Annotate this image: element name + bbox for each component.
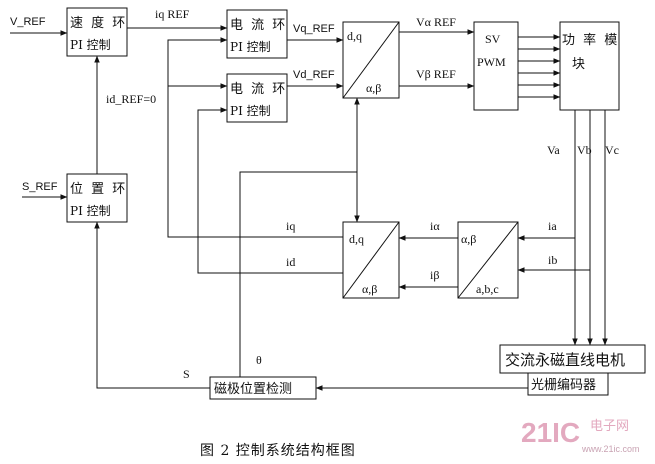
ibeta-label: iβ xyxy=(430,268,439,282)
park-bottom: α,β xyxy=(362,282,377,296)
svpwm-line2: PWM xyxy=(477,55,506,69)
iq-ref-label: iq REF xyxy=(155,7,190,21)
pole-detect-block: 磁极位置检测 xyxy=(209,376,317,400)
watermark-text: 电子网 xyxy=(590,419,629,434)
signal-labels: V_REF S_REF iq REF id_REF=0 Vq_REF Vd_RE… xyxy=(10,7,619,381)
watermark-url: www.21ic.com xyxy=(581,444,640,454)
current-q-line1: 电 流 环 xyxy=(230,18,287,33)
speed-pi-line1: 速 度 环 xyxy=(70,15,127,31)
encoder-block: 光栅编码器 xyxy=(527,372,609,396)
va-label: Va xyxy=(547,143,560,157)
current-q-line2: PI 控制 xyxy=(230,40,271,54)
vbeta-ref-label: Vβ REF xyxy=(416,67,456,81)
ib-label: ib xyxy=(548,253,557,267)
motor-block: 交流永磁直线电机 xyxy=(499,344,646,374)
park-block: d,q α,β xyxy=(342,221,400,299)
watermark-logo: 21IC xyxy=(521,417,580,448)
inverse-park-bottom: α,β xyxy=(366,81,381,95)
ialpha-label: iα xyxy=(430,219,440,233)
position-pi-line1: 位 置 环 xyxy=(70,182,127,197)
s-ref-label: S_REF xyxy=(22,181,58,193)
pole-detect-label: 磁极位置检测 xyxy=(214,382,292,397)
ia-label: ia xyxy=(548,219,557,233)
s-label: S xyxy=(183,367,190,381)
id-label: id xyxy=(286,255,295,269)
encoder-label: 光栅编码器 xyxy=(531,378,596,393)
theta-label: θ xyxy=(256,353,262,367)
vc-label: Vc xyxy=(605,143,619,157)
clarke-bottom: a,b,c xyxy=(476,282,499,296)
power-module-line1: 功 率 模 xyxy=(562,32,619,48)
vb-label: Vb xyxy=(577,143,592,157)
signal-lines xyxy=(10,25,608,391)
current-d-line2: PI 控制 xyxy=(230,104,271,118)
site-watermark: 21IC 电子网 www.21ic.com xyxy=(521,417,640,454)
position-pi-line2: PI 控制 xyxy=(70,204,111,218)
inverse-park-top: d,q xyxy=(347,29,362,43)
motor-label: 交流永磁直线电机 xyxy=(505,351,625,369)
current-d-pi-block: 电 流 环 PI 控制 xyxy=(226,73,288,123)
clarke-block: α,β a,b,c xyxy=(457,221,519,299)
power-module-block: 功 率 模 块 xyxy=(559,21,620,111)
speed-pi-line2: PI 控制 xyxy=(70,38,111,52)
position-pi-block: 位 置 环 PI 控制 xyxy=(66,173,128,223)
vd-ref-label: Vd_REF xyxy=(293,69,335,81)
current-d-line1: 电 流 环 xyxy=(230,82,287,97)
svpwm-block: SV PWM xyxy=(473,21,519,111)
inverse-park-block: d,q α,β xyxy=(342,21,400,99)
clarke-top: α,β xyxy=(461,232,476,246)
vq-ref-label: Vq_REF xyxy=(293,23,335,35)
figure-caption: 图 2 控制系统结构框图 xyxy=(200,443,356,459)
iq-label: iq xyxy=(286,219,295,233)
speed-pi-block: 速 度 环 PI 控制 xyxy=(66,7,128,57)
id-ref-label: id_REF=0 xyxy=(106,92,156,106)
power-module-line2: 块 xyxy=(572,57,587,72)
current-q-pi-block: 电 流 环 PI 控制 xyxy=(226,9,288,59)
v-ref-label: V_REF xyxy=(10,16,46,28)
svpwm-line1: SV xyxy=(485,32,501,46)
valpha-ref-label: Vα REF xyxy=(416,15,456,29)
park-top: d,q xyxy=(349,232,364,246)
